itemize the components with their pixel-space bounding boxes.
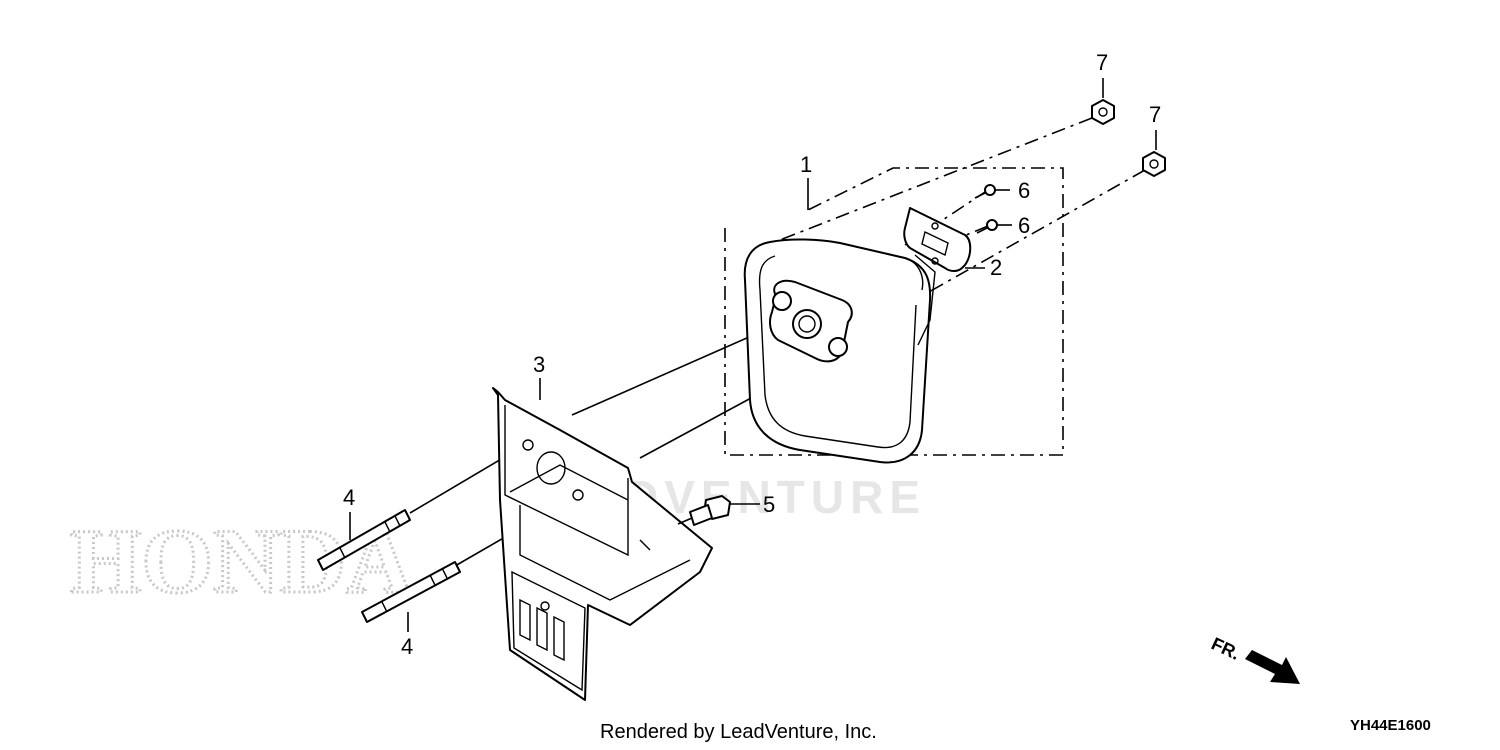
rendered-by-credit: Rendered by LeadVenture, Inc. (600, 721, 877, 743)
stud-bolt-4b (361, 561, 461, 632)
front-arrow-icon (1245, 650, 1300, 684)
callout-7b: 7 (1149, 102, 1161, 127)
stud-bolt-4a (317, 509, 411, 571)
muffler (743, 238, 936, 464)
screw-6b (976, 219, 1012, 234)
callout-3: 3 (533, 352, 545, 377)
diagram-code: YH44E1600 (1350, 717, 1431, 734)
callout-7a: 7 (1096, 50, 1108, 75)
callout-6a: 6 (1018, 178, 1030, 203)
muffler-protector (492, 387, 713, 701)
front-direction-indicator: FR. (1208, 633, 1300, 684)
flange-nut-7a (1091, 78, 1115, 125)
brand-watermark: HONDA (70, 510, 412, 612)
flange-bolt-5 (677, 495, 760, 526)
callout-2: 2 (990, 255, 1002, 280)
callout-1: 1 (800, 152, 812, 177)
callout-4a: 4 (343, 485, 355, 510)
front-label: FR. (1208, 633, 1243, 663)
muffler-assembly-box (724, 167, 1064, 456)
screw-6a (974, 184, 1010, 199)
callout-4b: 4 (401, 634, 413, 659)
flange-nut-7b (1142, 130, 1166, 177)
muffler-gasket (903, 207, 972, 272)
callout-5: 5 (763, 492, 775, 517)
callout-6b: 6 (1018, 213, 1030, 238)
